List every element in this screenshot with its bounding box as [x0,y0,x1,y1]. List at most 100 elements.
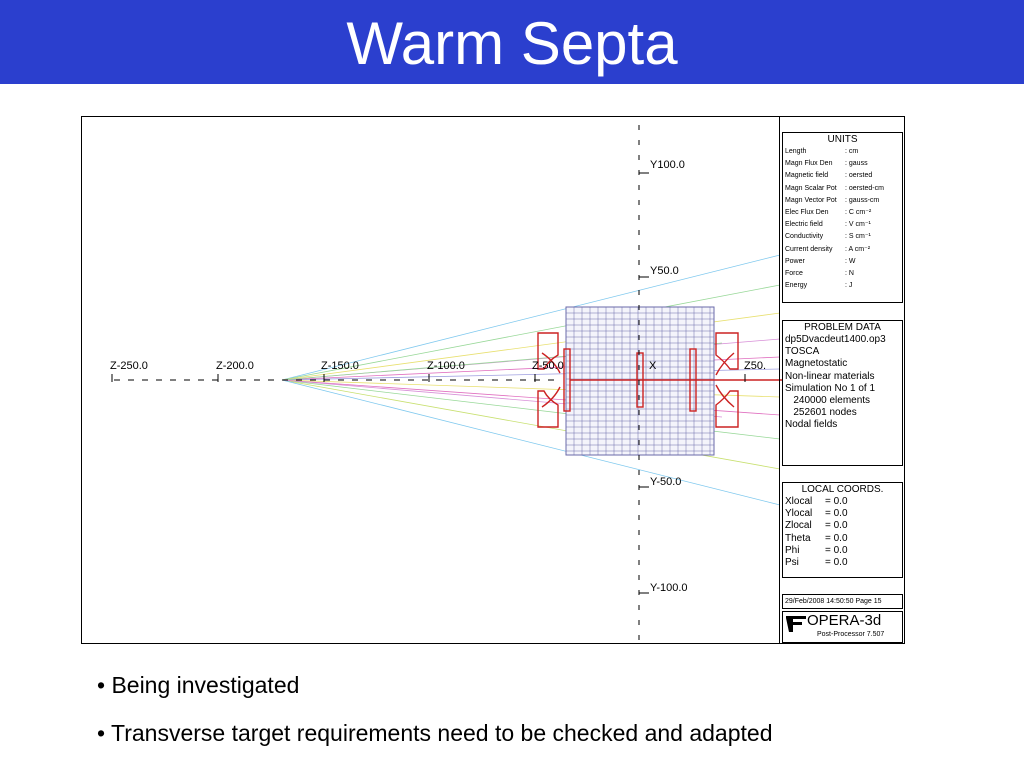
z-label-50: Z-50.0 [532,360,564,372]
z-label-pos50: Z50. [744,360,766,372]
list-item: Conductivity : S cm⁻¹ [783,231,902,243]
row-key: Psi [785,557,799,569]
row-value: : J [845,282,853,290]
row-key: Theta [785,532,811,544]
row-value: : W [845,257,856,265]
panel-divider [779,117,780,643]
row-key: Current density [785,245,833,253]
row-value: = 0.0 [825,496,848,507]
row-key: Power [785,257,805,265]
row-value: = 0.0 [825,508,848,520]
z-label-250: Z-250.0 [110,360,148,372]
problem-data-title: PROBLEM DATA [804,322,881,333]
row-key: Magn Scalar Pot [785,184,837,192]
septum-magnet-left [537,332,782,428]
list-item: Xlocal = 0.0 [783,496,902,508]
list-item: Magnetic field : oersted [783,170,902,182]
list-item: Zlocal = 0.0 [783,520,902,532]
list-item: 252601 nodes [785,407,857,419]
list-item: Length : cm [783,146,902,158]
opera-logo-icon [786,616,806,632]
row-key: Phi [785,544,800,556]
opera-logo-subtitle: Post-Processor 7.507 [817,631,885,638]
opera-logo-panel: OPERA-3d Post-Processor 7.507 [782,611,903,643]
row-value: : cm [845,148,859,155]
row-value: : gauss [845,160,868,168]
row-value: : A cm⁻² [845,245,871,253]
y-ticks [639,172,649,594]
row-key: Length [785,148,807,155]
row-key: Magn Vector Pot [785,196,837,204]
list-item: Theta = 0.0 [783,533,902,545]
y-label-50: Y50.0 [650,265,679,277]
row-key: Ylocal [785,508,813,520]
list-item: 240000 elements [785,395,871,407]
row-key: Xlocal [785,496,813,507]
list-item: Ylocal = 0.0 [783,508,902,520]
row-key: Zlocal [785,520,812,532]
row-value: : S cm⁻¹ [845,233,871,241]
row-key: Conductivity [785,233,824,241]
slide-title: Warm Septa [346,10,678,77]
row-value: = 0.0 [825,544,848,556]
row-key: Magnetic field [785,172,829,180]
simulation-figure: Z-250.0 Z-200.0 Z-150.0 Z-100.0 Z-50.0 X… [81,116,905,644]
row-value: = 0.0 [825,520,848,532]
list-item: Nodal fields [785,419,838,431]
row-value: : N [845,270,854,278]
list-item: Elec Flux Den : C cm⁻² [783,207,902,219]
y-label-neg50: Y-50.0 [650,476,681,488]
list-item: Electric field : V cm⁻¹ [783,219,902,231]
list-item: Phi = 0.0 [783,545,902,557]
z-label-150: Z-150.0 [321,360,359,372]
units-title: UNITS [827,134,858,145]
timestamp-panel: 29/Feb/2008 14:50:50 Page 15 [782,594,903,609]
bullet-item: • Transverse target requirements need to… [97,720,773,746]
opera-logo-text: OPERA-3d [807,612,882,629]
row-value: : C cm⁻² [845,209,872,217]
row-key: Elec Flux Den [785,209,829,217]
row-value: = 0.0 [825,532,848,544]
row-key: Electric field [785,221,823,229]
y-label-neg100: Y-100.0 [650,582,688,594]
row-key: Energy [785,282,808,290]
list-item: Current density : A cm⁻² [783,244,902,256]
list-item: Magnetostatic [785,358,848,370]
list-item: Psi = 0.0 [783,557,902,569]
row-value: : oersted-cm [845,184,884,192]
row-key: Magn Flux Den [785,160,833,168]
bullet-item: • Being investigated [97,672,300,698]
y-label-100: Y100.0 [650,159,685,171]
septum-magnet-right [689,332,739,428]
list-item: Force : N [783,268,902,280]
list-item: dp5Dvacdeut1400.op3 [785,334,886,345]
list-item: Power : W [783,256,902,268]
list-item: TOSCA [785,346,820,358]
row-value: : V cm⁻¹ [845,221,871,229]
list-item: Simulation No 1 of 1 [785,382,876,394]
list-item: Magn Scalar Pot : oersted-cm [783,183,902,195]
z-label-100: Z-100.0 [427,360,465,372]
list-item: Magn Flux Den : gauss [783,158,902,170]
row-key: Force [785,270,803,278]
list-item: Magn Vector Pot: gauss-cm [783,195,902,207]
title-bar [0,0,1024,84]
row-value: : oersted [845,172,873,180]
bullet-list: • Being investigated • Transverse target… [97,670,977,766]
x-origin-label: X [649,360,657,372]
z-label-200: Z-200.0 [216,360,254,372]
timestamp: 29/Feb/2008 14:50:50 Page 15 [785,598,882,605]
mesh-grid [565,306,715,456]
z-ticks [111,374,746,382]
field-plot: Z-250.0 Z-200.0 Z-150.0 Z-100.0 Z-50.0 X… [110,125,782,643]
list-item: Energy : J [783,280,902,292]
local-coords-title: LOCAL COORDS. [801,484,884,495]
row-value: = 0.0 [825,557,848,569]
list-item: Non-linear materials [785,370,875,382]
